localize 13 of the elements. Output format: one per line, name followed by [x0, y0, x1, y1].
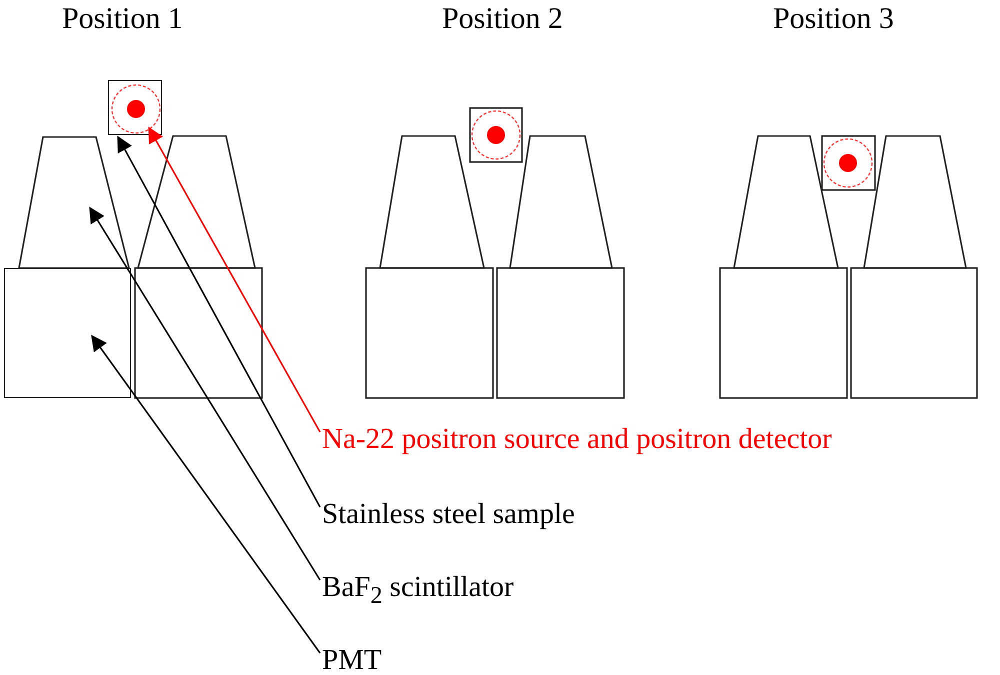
position-title: Position 2 [442, 2, 563, 36]
scintillator-trapezoid [18, 136, 130, 268]
position-title: Position 3 [773, 2, 894, 36]
part-label: Stainless steel sample [322, 497, 575, 531]
leader-line [89, 206, 321, 580]
pmt-box [4, 268, 131, 398]
part-label: Na-22 positron source and positron detector [322, 422, 832, 456]
position-title: Position 1 [62, 2, 183, 36]
leader-line [148, 126, 321, 432]
leader-line [117, 136, 321, 508]
part-label: PMT [322, 643, 382, 675]
leader-line [91, 334, 321, 654]
part-label: BaF$_{2}$ scintillator [322, 570, 514, 613]
